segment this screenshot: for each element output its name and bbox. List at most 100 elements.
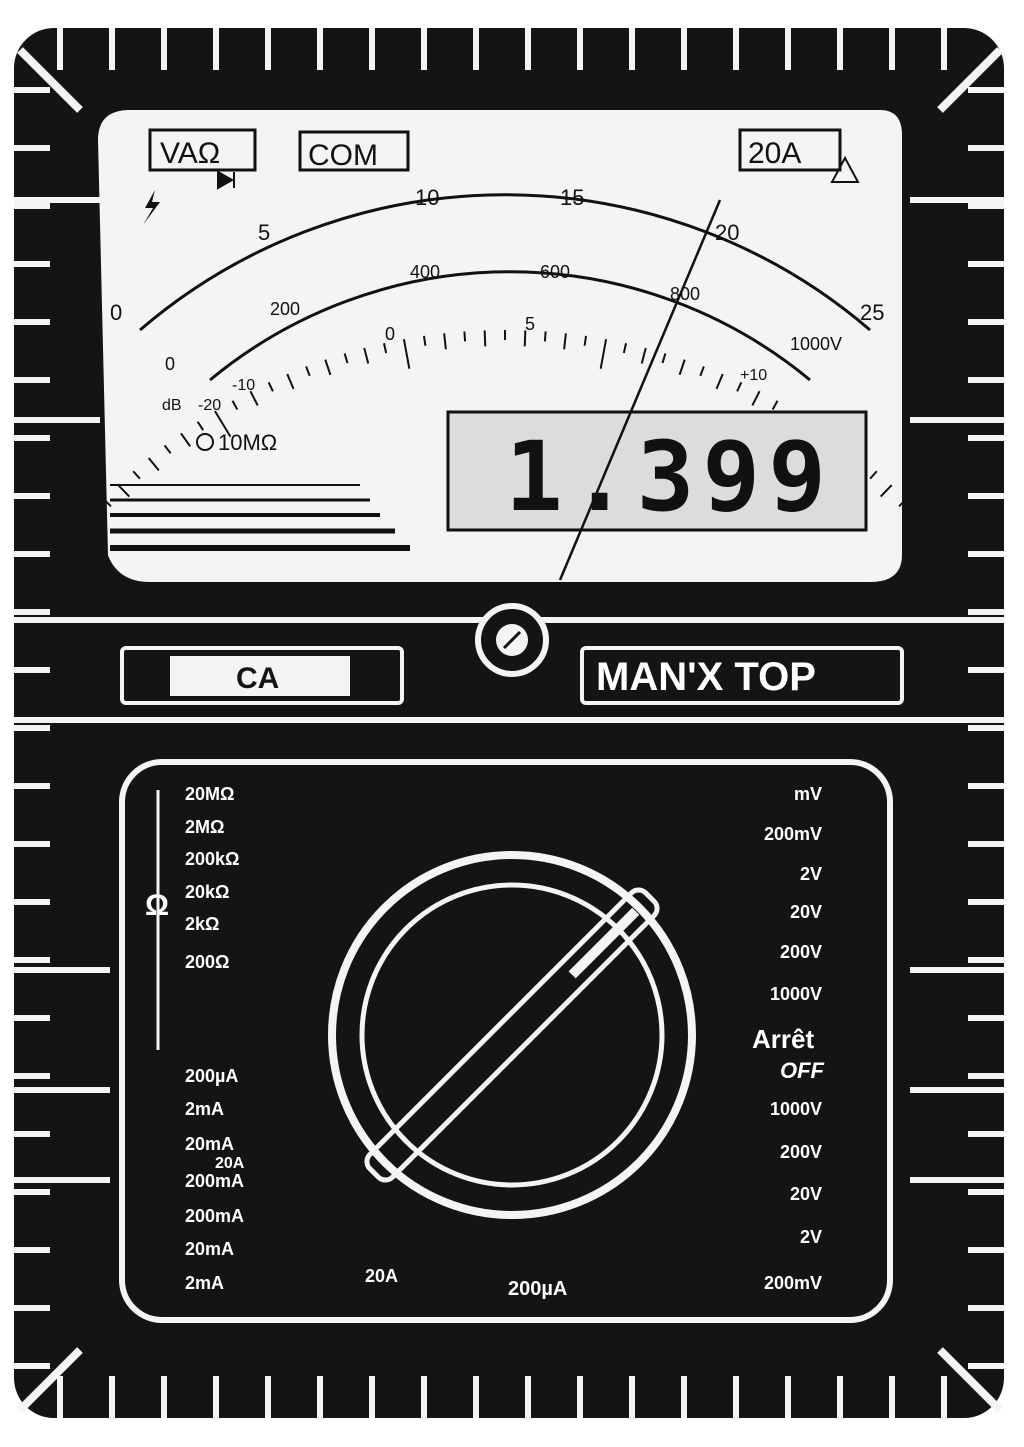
range-label[interactable]: 20kΩ <box>185 882 229 902</box>
terminal-vaohm-label: VAΩ <box>160 137 220 170</box>
lower-tick-400: 400 <box>410 262 440 282</box>
scale-tick <box>736 381 743 392</box>
scale-tick <box>196 421 205 431</box>
range-label[interactable]: 200mV <box>764 1273 822 1293</box>
range-label[interactable]: 200V <box>780 1142 822 1162</box>
upper-tick-10: 10 <box>415 185 439 210</box>
edge-ribs <box>14 28 1004 1418</box>
range-label[interactable]: 1000V <box>770 1099 822 1119</box>
scale-tick <box>543 331 547 342</box>
scale-tick <box>443 333 447 350</box>
scale-tick <box>117 484 131 498</box>
lcd-reading: 1.399 <box>505 421 834 533</box>
scale-tick <box>925 528 935 537</box>
range-label[interactable]: 2mA <box>185 1273 224 1293</box>
scale-tick <box>383 343 388 354</box>
range-label[interactable]: 200kΩ <box>185 849 239 869</box>
range-label[interactable]: 20mA <box>185 1134 234 1154</box>
range-label[interactable]: 20mA <box>185 1239 234 1259</box>
scale-tick <box>599 339 608 369</box>
terminal-20a: 20A <box>738 128 860 183</box>
scale-tick <box>879 484 893 498</box>
upper-tick-5: 5 <box>258 220 270 245</box>
scale-tick <box>324 359 332 376</box>
range-label[interactable]: 200mV <box>764 824 822 844</box>
upper-tick-0: 0 <box>110 300 122 325</box>
rotary-selector[interactable] <box>328 851 696 1219</box>
range-label[interactable]: mV <box>794 784 822 804</box>
range-label[interactable]: 2kΩ <box>185 914 219 934</box>
scale-tick <box>267 381 274 392</box>
brand-logo-text: CA <box>236 662 279 695</box>
range-label[interactable]: 200Ω <box>185 952 229 972</box>
zero-adjust-screw[interactable] <box>475 603 549 677</box>
protection-icon <box>196 433 214 451</box>
scale-tick <box>214 410 232 438</box>
mid-tick-5: 5 <box>525 314 535 334</box>
scale-tick <box>422 335 427 346</box>
scale-tick <box>583 335 588 346</box>
scale-tick <box>715 373 724 390</box>
scale-tick <box>343 353 349 364</box>
db-tick-minus10: -10 <box>232 377 255 394</box>
range-label[interactable]: 20V <box>790 1184 822 1204</box>
range-label[interactable]: 200mA <box>185 1206 244 1226</box>
range-label[interactable]: 200µA <box>185 1066 238 1086</box>
scale-tick <box>180 432 191 447</box>
lower-tick-200: 200 <box>270 299 300 319</box>
diode-icon <box>217 170 235 190</box>
scale-tick <box>523 330 527 347</box>
scale-tick <box>286 373 295 390</box>
brand-logo: CA <box>120 646 404 705</box>
range-label[interactable]: 200mA <box>185 1171 244 1191</box>
input-symbols: 10MΩ <box>196 430 277 455</box>
upper-tick-25: 25 <box>860 300 884 325</box>
left-20a-label[interactable]: 20A <box>215 1155 245 1172</box>
range-label[interactable]: 200V <box>780 942 822 962</box>
lightning-icon <box>143 190 160 225</box>
input-impedance: 10MΩ <box>218 430 277 455</box>
range-label[interactable]: 2V <box>800 1227 822 1247</box>
scale-tick <box>103 498 112 508</box>
range-label[interactable]: 20V <box>790 902 822 922</box>
scale-tick <box>771 400 779 411</box>
scale-tick <box>163 444 172 454</box>
scale-tick <box>640 347 647 364</box>
db-label: dB <box>162 397 182 414</box>
off-sublabel: OFF <box>780 1058 825 1083</box>
scale-tick <box>75 528 85 537</box>
scale-tick <box>699 366 705 377</box>
bottom-20a-label[interactable]: 20A <box>365 1266 398 1286</box>
range-label[interactable]: 2mA <box>185 1099 224 1119</box>
mid-tick-plus10: +10 <box>740 367 767 384</box>
lower-tick-0: 0 <box>165 354 175 374</box>
scale-tick <box>132 470 141 480</box>
terminal-com-label: COM <box>308 139 378 172</box>
selector-pointer <box>364 887 660 1183</box>
terminal-com: COM <box>298 130 410 172</box>
upper-tick-15: 15 <box>560 185 584 210</box>
scale-tick <box>63 544 88 565</box>
scale-tick <box>751 390 761 406</box>
scale-tick <box>678 359 686 376</box>
range-label[interactable]: 20MΩ <box>185 784 234 804</box>
terminal-vaohm: VAΩ <box>148 128 257 190</box>
lower-tick-600: 600 <box>540 262 570 282</box>
range-label[interactable]: 2V <box>800 864 822 884</box>
lower-tick-1000v: 1000V <box>790 334 842 354</box>
scale-tick <box>869 470 878 480</box>
warning-icon <box>830 155 860 183</box>
bottom-200ua-label[interactable]: 200µA <box>508 1278 567 1300</box>
upper-tick-20: 20 <box>715 220 739 245</box>
mid-tick-0: 0 <box>385 324 395 344</box>
model-name: MAN'X TOP <box>596 655 816 699</box>
range-label[interactable]: 1000V <box>770 984 822 1004</box>
off-label[interactable]: Arrêt <box>752 1024 814 1054</box>
scale-tick <box>363 347 370 364</box>
analog-needle <box>558 199 722 581</box>
scale-tick <box>402 339 411 369</box>
decor-lines <box>110 484 410 551</box>
scale-tick <box>483 330 487 347</box>
range-label[interactable]: 2MΩ <box>185 817 224 837</box>
model-plate: MAN'X TOP <box>580 646 904 705</box>
